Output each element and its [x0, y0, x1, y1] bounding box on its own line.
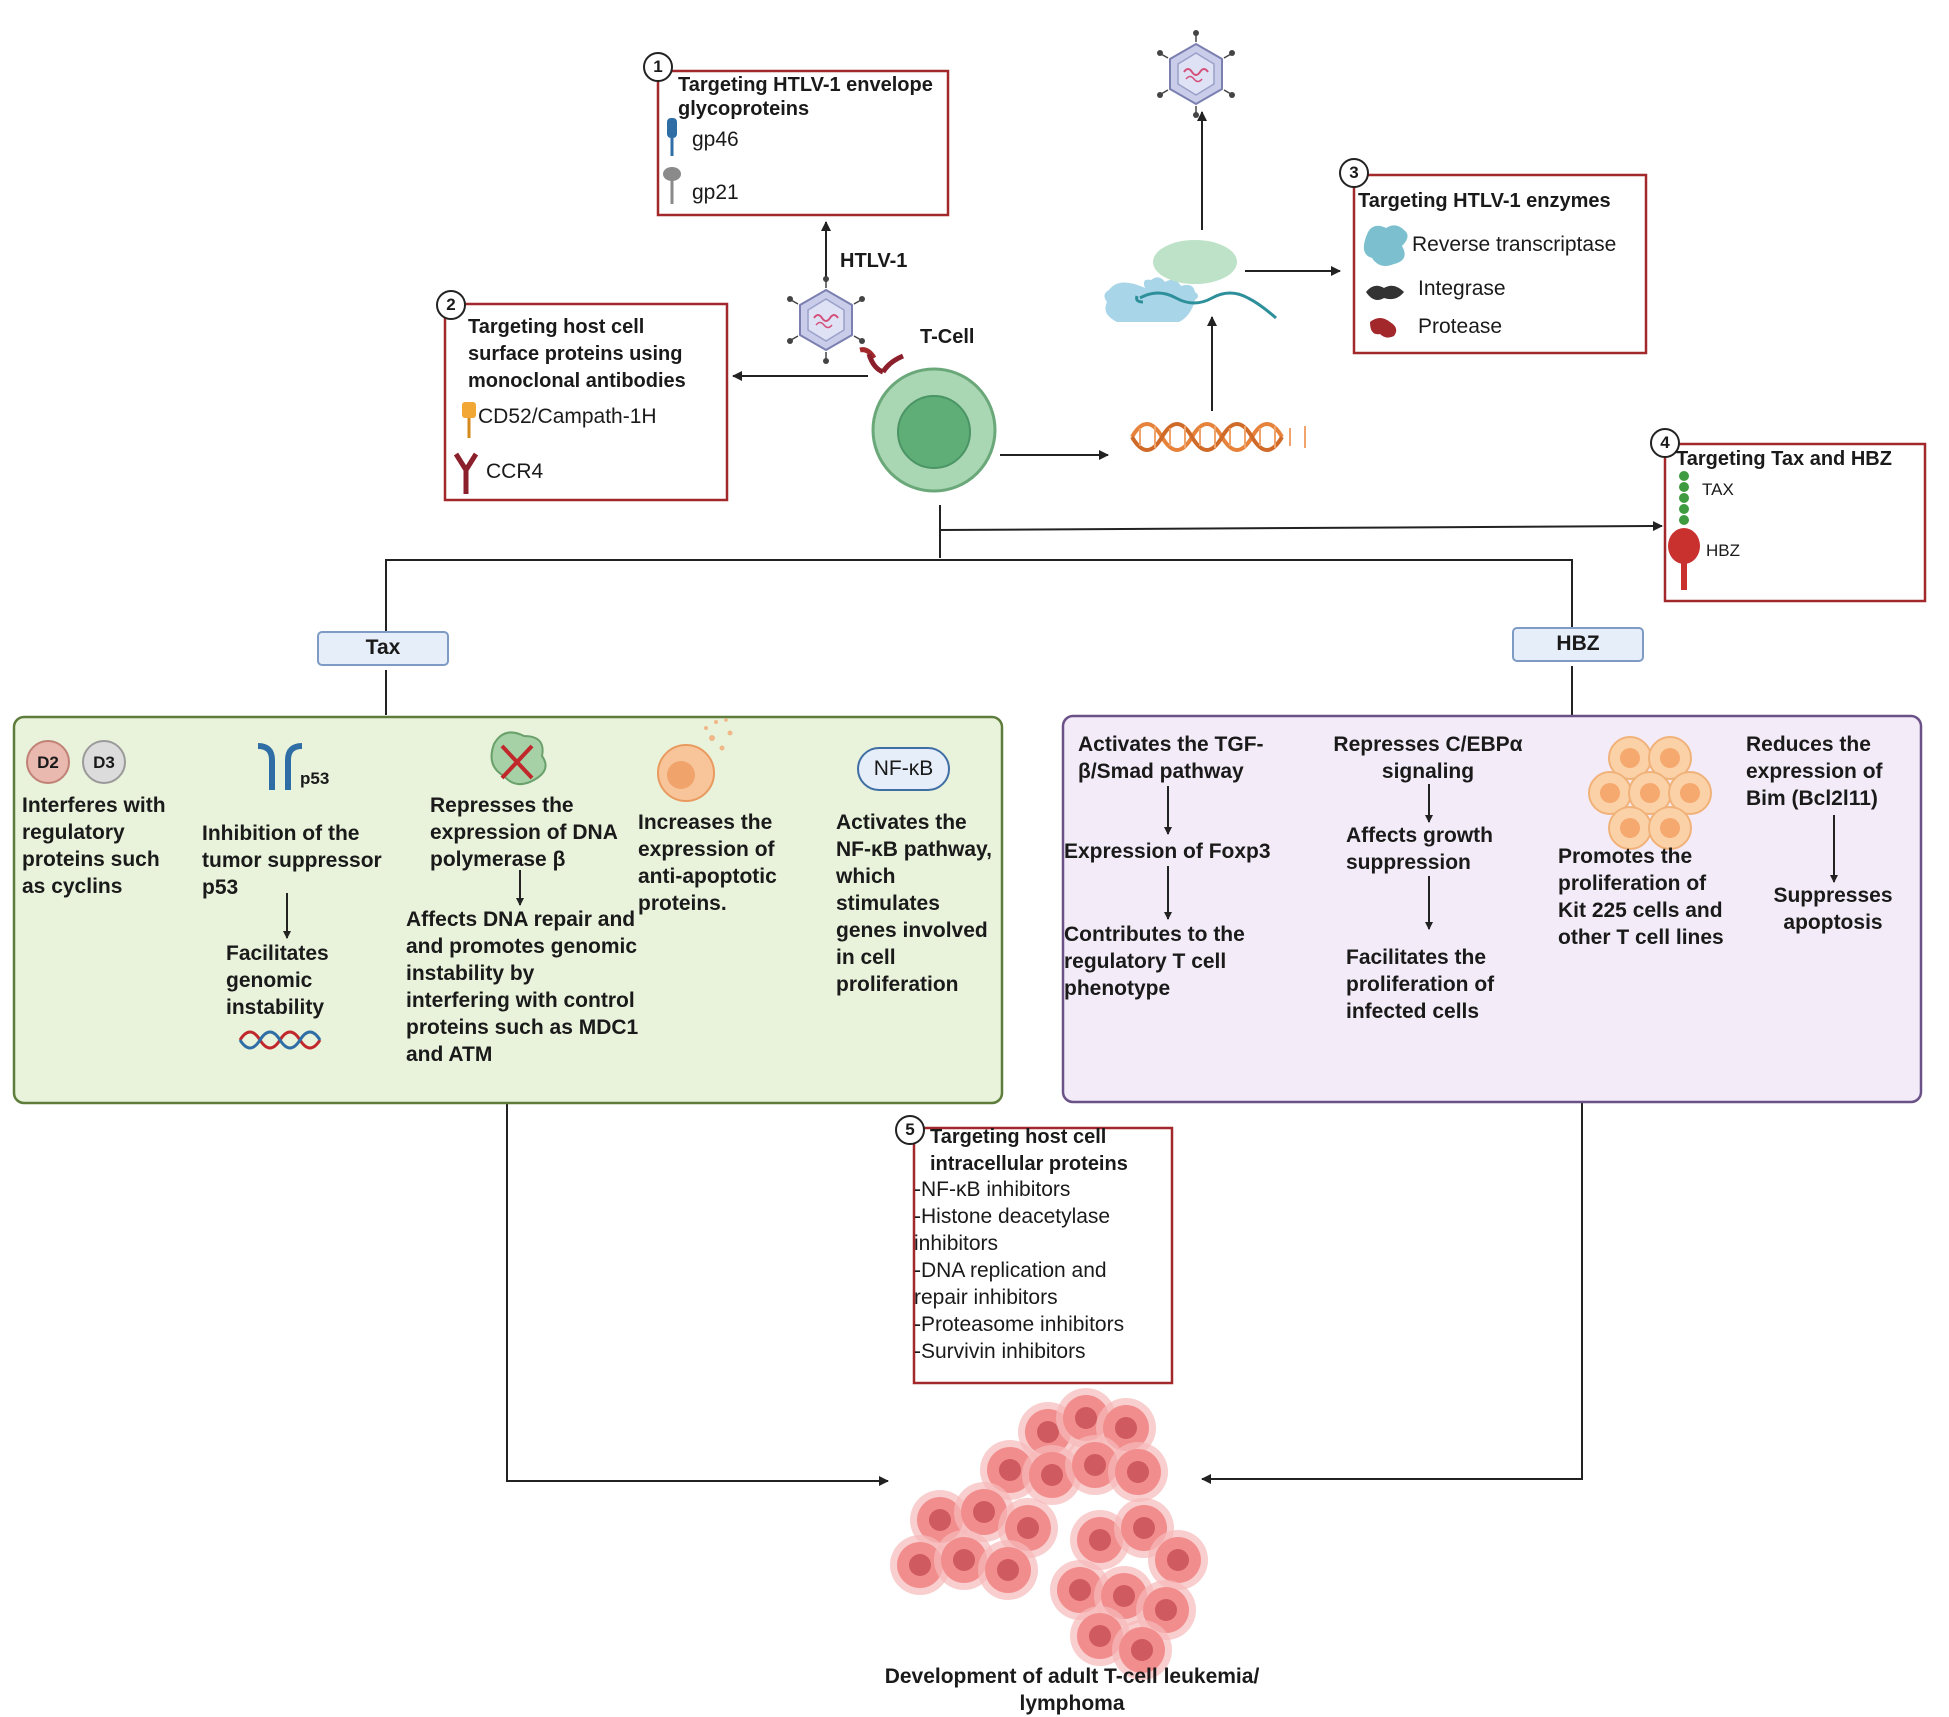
- box-4: [1663, 442, 1927, 603]
- dna-polymerase-icon: [490, 731, 547, 786]
- hbz-panel: [1061, 714, 1923, 1104]
- ccr4-label: CCR4: [486, 460, 544, 483]
- released-virus-icon: [1156, 29, 1236, 119]
- ccr4-icon: [453, 452, 479, 494]
- gp46-label: gp46: [692, 128, 739, 151]
- nfkb-badge-label: NF-κB: [873, 757, 934, 780]
- outcome-label: Development of adult T-cell leukemia/ ly…: [884, 1665, 1260, 1715]
- box-2-title: Targeting host cell surface proteins usi…: [468, 316, 686, 392]
- hbz-c1a-text: Activates the TGF-β/Smad pathway: [1078, 733, 1264, 783]
- box-5-line-1: -NF-κB inhibitors: [914, 1178, 1071, 1201]
- hbz-c1b-text: Expression of Foxp3: [1064, 840, 1271, 863]
- hbz-c4b-text: Suppresses apoptosis: [1773, 884, 1893, 934]
- genomic-instability-dna-icon: [238, 1030, 322, 1050]
- box-5-title: Targeting host cell intracellular protei…: [930, 1126, 1128, 1175]
- gp21-icon: [663, 167, 681, 204]
- d3-icon: [82, 740, 126, 784]
- tax-c3a-text: Represses the expression of DNA polymera…: [430, 794, 618, 871]
- box-5-line-6: -Proteasome inhibitors: [914, 1313, 1125, 1336]
- ribosome-icon: [1104, 240, 1277, 322]
- connectors: [385, 111, 1663, 1486]
- t-cell-icon: [859, 347, 997, 493]
- badge-4: 4: [1660, 433, 1670, 452]
- box-5-line-5: repair inhibitors: [914, 1286, 1058, 1309]
- box-5-line-4: -DNA replication and: [914, 1259, 1107, 1282]
- integrase-label: Integrase: [1418, 277, 1506, 300]
- hbz-c4a-text: Reduces the expression of Bim (Bcl2l11): [1746, 733, 1883, 810]
- d2-label: D2: [37, 753, 59, 772]
- htlv1-label: HTLV-1: [840, 250, 908, 272]
- reverse-transcriptase-icon: [1363, 225, 1408, 266]
- box-3-title: Targeting HTLV-1 enzymes: [1358, 190, 1611, 212]
- tax-c3b-text: Affects DNA repair and and promotes geno…: [406, 908, 639, 1066]
- reverse-transcriptase-label: Reverse transcriptase: [1412, 233, 1617, 256]
- hbz-label-box: [1512, 627, 1644, 662]
- badge-circles: [436, 52, 1680, 1145]
- badge-1: 1: [653, 57, 663, 76]
- p53-receptor-icon: [257, 743, 303, 790]
- tax-item-label: TAX: [1702, 480, 1734, 499]
- nfkb-badge-icon: [857, 747, 950, 791]
- protease-label: Protease: [1418, 315, 1503, 338]
- hbz-c2a-text: Represses C/EBPα signaling: [1333, 733, 1523, 783]
- t-cell-label: T-Cell: [920, 326, 975, 348]
- box-1: [656, 69, 950, 217]
- box-5-line-7: -Survivin inhibitors: [914, 1340, 1086, 1363]
- tax-branch-label: Tax: [365, 636, 401, 659]
- cd52-label: CD52/Campath-1H: [478, 405, 657, 428]
- tax-c2a-text: Inhibition of the tumor suppressor p53: [202, 822, 382, 899]
- badge-2: 2: [446, 295, 456, 314]
- box-3: [1352, 173, 1648, 355]
- p53-icon-label: p53: [300, 769, 330, 788]
- hbz-c3-text: Promotes the proliferation of Kit 225 ce…: [1558, 845, 1724, 949]
- tax-protein-icon: [1679, 471, 1689, 525]
- hbz-item-label: HBZ: [1706, 541, 1740, 560]
- gp46-icon: [667, 118, 677, 156]
- tax-panel: [12, 715, 1004, 1105]
- protease-icon: [1370, 318, 1397, 338]
- badge-3: 3: [1349, 163, 1359, 182]
- dna-helix-icon: [1130, 422, 1306, 452]
- box-2: [443, 302, 729, 502]
- box-1-title: Targeting HTLV-1 envelope glycoproteins: [678, 74, 933, 120]
- hbz-c1c-text: Contributes to the regulatory T cell phe…: [1064, 923, 1245, 1000]
- integrase-icon: [1366, 285, 1404, 300]
- tax-label-box: [317, 631, 449, 666]
- hbz-protein-icon: [1668, 528, 1700, 590]
- tax-c2b-text: Facilitates genomic instability: [226, 942, 329, 1019]
- leukemia-cell-cluster-icon: [890, 1388, 1208, 1680]
- tax-c5-text: Activates the NF-κB pathway, which stimu…: [836, 811, 992, 996]
- tax-c4-text: Increases the expression of anti-apoptot…: [638, 811, 777, 915]
- anti-apoptotic-cell-icon: [657, 718, 733, 802]
- htlv1-virus-icon: [786, 275, 866, 365]
- tax-c1-text: Interferes with regulatory proteins such…: [22, 794, 166, 898]
- hbz-c2b-text: Affects growth suppression: [1346, 824, 1493, 874]
- d2-icon: [26, 740, 70, 784]
- box-5-line-2: -Histone deacetylase: [914, 1205, 1111, 1228]
- box-5-line-3: inhibitors: [914, 1232, 999, 1255]
- d3-label: D3: [93, 753, 115, 772]
- badge-5: 5: [905, 1120, 915, 1139]
- box-4-title: Targeting Tax and HBZ: [1676, 448, 1892, 470]
- hbz-branch-label: HBZ: [1556, 632, 1600, 655]
- cd52-icon: [462, 402, 476, 438]
- hbz-c2c-text: Facilitates the proliferation of infecte…: [1346, 946, 1495, 1023]
- gp21-label: gp21: [692, 181, 739, 204]
- box-5: [912, 1126, 1174, 1385]
